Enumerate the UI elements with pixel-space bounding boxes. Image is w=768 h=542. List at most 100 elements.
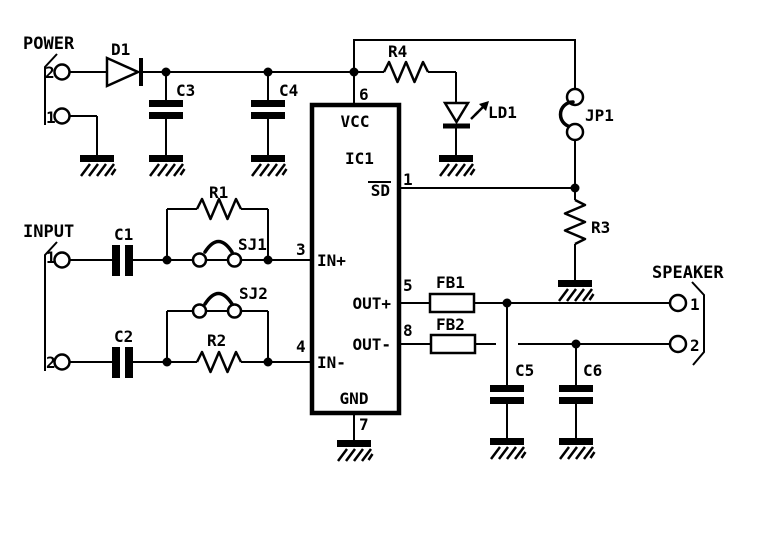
ic1-pin-vcc-name: VCC xyxy=(341,112,370,131)
resistor-zigzag-icon xyxy=(195,350,243,374)
sj2-pad xyxy=(191,303,208,319)
speaker-connector: SPEAKER 1 2 xyxy=(652,263,724,366)
power-connector: POWER 2 1 xyxy=(23,34,116,176)
cap-c1-label: C1 xyxy=(114,225,133,244)
power-pin-1-number: 1 xyxy=(46,108,56,127)
sj1-pad xyxy=(191,252,208,268)
resistor-r1-label: R1 xyxy=(209,183,228,202)
input-pin-1-number: 1 xyxy=(46,248,56,267)
capacitor-plate xyxy=(149,112,183,119)
led-triangle-icon xyxy=(442,101,471,125)
ferrite-fb2-label: FB2 xyxy=(436,315,465,334)
cap-c3: C3 xyxy=(149,72,195,176)
cap-c2-label: C2 xyxy=(114,327,133,346)
capacitor-plate xyxy=(251,100,285,107)
ic1-pin-gnd-name: GND xyxy=(340,389,369,408)
led-emission-arrows-icon xyxy=(470,101,489,120)
jp1-pad-bottom xyxy=(565,122,585,142)
capacitor-plate xyxy=(125,347,133,378)
speaker-connector-label: SPEAKER xyxy=(652,263,724,283)
speaker-pin-1-pad xyxy=(668,293,688,313)
sj1-pad xyxy=(226,252,243,268)
resistor-r2: R2 xyxy=(162,331,312,374)
diode-d1-label: D1 xyxy=(111,40,130,59)
input-pin-1-pad xyxy=(53,251,71,269)
cap-c6: C6 xyxy=(559,344,602,459)
capacitor-plate xyxy=(559,385,593,392)
input-connector: INPUT 1 2 xyxy=(23,222,74,372)
resistor-r4: R4 xyxy=(382,42,457,103)
power-connector-label: POWER xyxy=(23,34,75,54)
ic1-pin-4-number: 4 xyxy=(296,337,306,356)
speaker-pin-2-pad xyxy=(668,334,688,354)
jumper-jp1: JP1 xyxy=(353,39,614,193)
power-pin-2-pad xyxy=(53,63,71,81)
power-connector-bracket xyxy=(44,53,58,125)
ic1-pin-7-number: 7 xyxy=(359,415,369,434)
ground-symbol xyxy=(559,442,595,460)
capacitor-plate xyxy=(490,385,524,392)
ground-symbol xyxy=(80,159,116,177)
vcc-rail xyxy=(143,67,384,77)
ground-symbol xyxy=(337,444,373,462)
ic1-pin-6-number: 6 xyxy=(359,85,369,104)
led-ld1-label: LD1 xyxy=(488,103,517,122)
ferrite-fb1: FB1 xyxy=(399,273,670,314)
solder-jumper-sj1: SJ1 xyxy=(191,235,312,268)
resistor-zigzag-icon xyxy=(382,60,430,84)
cap-c5-label: C5 xyxy=(515,361,534,380)
ic1-pin-1-number: 1 xyxy=(403,170,413,189)
ground-symbol xyxy=(439,159,475,177)
input-connector-bracket xyxy=(44,241,58,371)
solder-jumper-sj2-label: SJ2 xyxy=(239,284,268,303)
resistor-r3: R3 xyxy=(558,188,610,301)
power-pin-1-pad xyxy=(53,107,71,125)
cap-c4: C4 xyxy=(251,72,298,176)
resistor-r3-label: R3 xyxy=(591,218,610,237)
ferrite-fb2: FB2 xyxy=(399,315,670,355)
input-pin-2-number: 2 xyxy=(46,353,56,372)
speaker-pin-2-number: 2 xyxy=(690,336,700,355)
cap-c2: C2 xyxy=(69,327,197,378)
resistor-r1: R1 xyxy=(162,183,273,265)
ic1-body: VCC IC1 SD IN+ IN- OUT+ OUT- GND 6 1 3 4… xyxy=(296,72,413,461)
ic1-pin-outplus-name: OUT+ xyxy=(352,294,391,313)
ic1-pin-8-number: 8 xyxy=(403,321,413,340)
led-ld1: LD1 xyxy=(439,101,517,176)
cap-c6-label: C6 xyxy=(583,361,602,380)
ic1-pin-sd-name: SD xyxy=(371,181,390,200)
sj2-arc-icon xyxy=(203,291,234,306)
ic1-pin-inminus-name: IN- xyxy=(317,353,346,372)
speaker-pin-1-number: 1 xyxy=(690,295,700,314)
capacitor-plate xyxy=(112,245,120,276)
ic1-pin-outminus-name: OUT- xyxy=(352,335,391,354)
jp1-open-arc-icon xyxy=(558,100,575,129)
resistor-zigzag-icon xyxy=(563,198,587,246)
junction-dot xyxy=(263,255,273,265)
sj2-pad xyxy=(226,303,243,319)
ground-symbol xyxy=(558,284,594,302)
jumper-jp1-label: JP1 xyxy=(585,106,614,125)
ic1-pin-3-number: 3 xyxy=(296,240,306,259)
solder-jumper-sj2: SJ2 xyxy=(166,284,269,362)
junction-dot xyxy=(162,255,172,265)
cap-c5: C5 xyxy=(490,303,534,459)
capacitor-plate xyxy=(251,112,285,119)
capacitor-plate xyxy=(112,347,120,378)
cap-c3-label: C3 xyxy=(176,81,195,100)
ground-symbol xyxy=(490,442,526,460)
speaker-connector-bracket xyxy=(691,281,705,366)
ground-symbol xyxy=(251,159,287,177)
ferrite-fb1-label: FB1 xyxy=(436,273,465,292)
ic1-pin-5-number: 5 xyxy=(403,276,413,295)
ic1-pin-inplus-name: IN+ xyxy=(317,251,346,270)
ic1-outline xyxy=(309,102,402,416)
power-pin-2-number: 2 xyxy=(45,63,55,82)
diode-d1: D1 xyxy=(69,40,143,88)
capacitor-plate xyxy=(125,245,133,276)
diode-triangle-icon xyxy=(105,56,142,88)
input-pin-2-pad xyxy=(53,353,71,371)
ic1-ref-label: IC1 xyxy=(345,149,374,168)
wire xyxy=(353,39,576,89)
capacitor-plate xyxy=(149,100,183,107)
